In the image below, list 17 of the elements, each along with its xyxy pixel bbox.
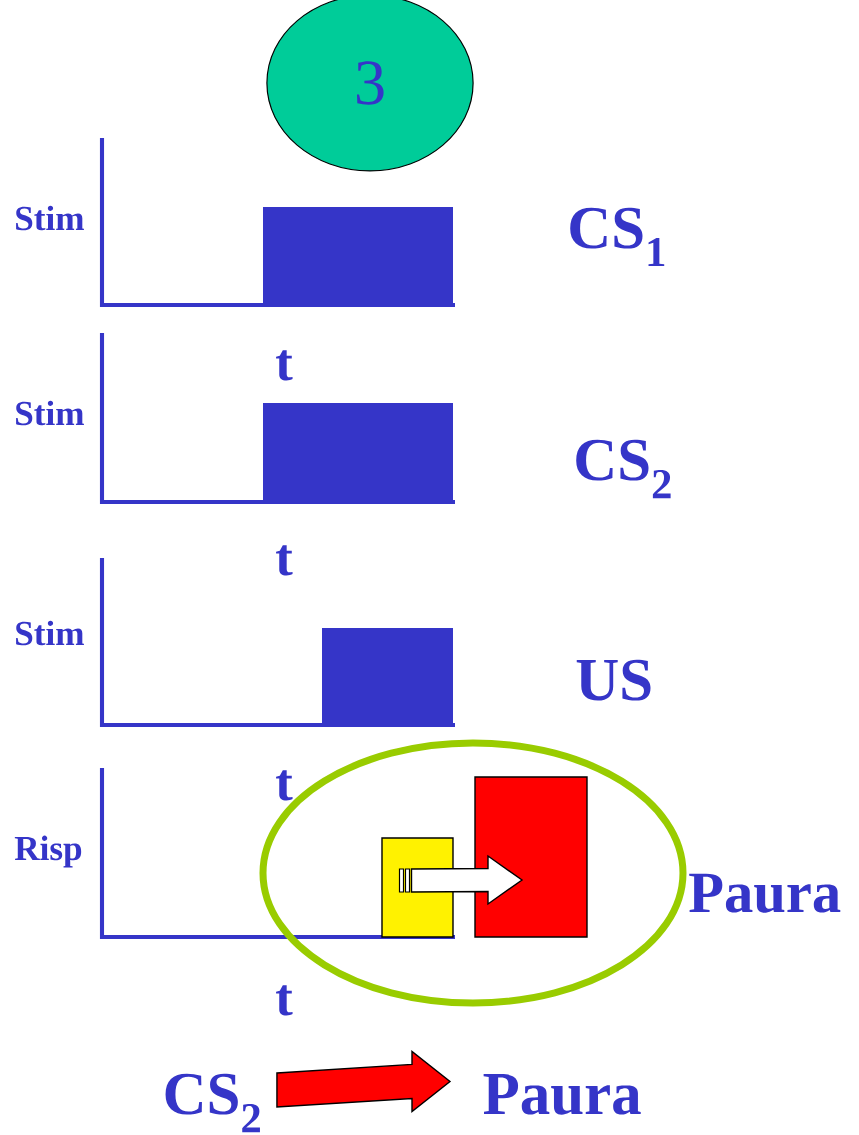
- axis-label: t: [276, 770, 293, 801]
- axis-label: CS$_{2}$: [576, 439, 671, 499]
- axis-label: Paura: [689, 873, 841, 913]
- axis-label: t: [276, 545, 293, 576]
- axis-label: Stim: [16, 620, 84, 646]
- axis-label: Stim: [16, 400, 84, 426]
- axis-label: Stim: [16, 205, 84, 231]
- axis-label: US: [576, 659, 651, 701]
- block-arrow: [276, 1049, 452, 1113]
- block-arrow: [398, 854, 524, 906]
- node-label: Paura: [483, 1074, 641, 1115]
- node-label: CS$_{2}$: [165, 1073, 260, 1133]
- colored-box: [474, 776, 588, 938]
- axis-label: t: [276, 985, 293, 1016]
- axis-label: Risp: [14, 835, 82, 868]
- axis-label: CS$_{1}$: [570, 207, 665, 267]
- axis-label: t: [276, 350, 293, 381]
